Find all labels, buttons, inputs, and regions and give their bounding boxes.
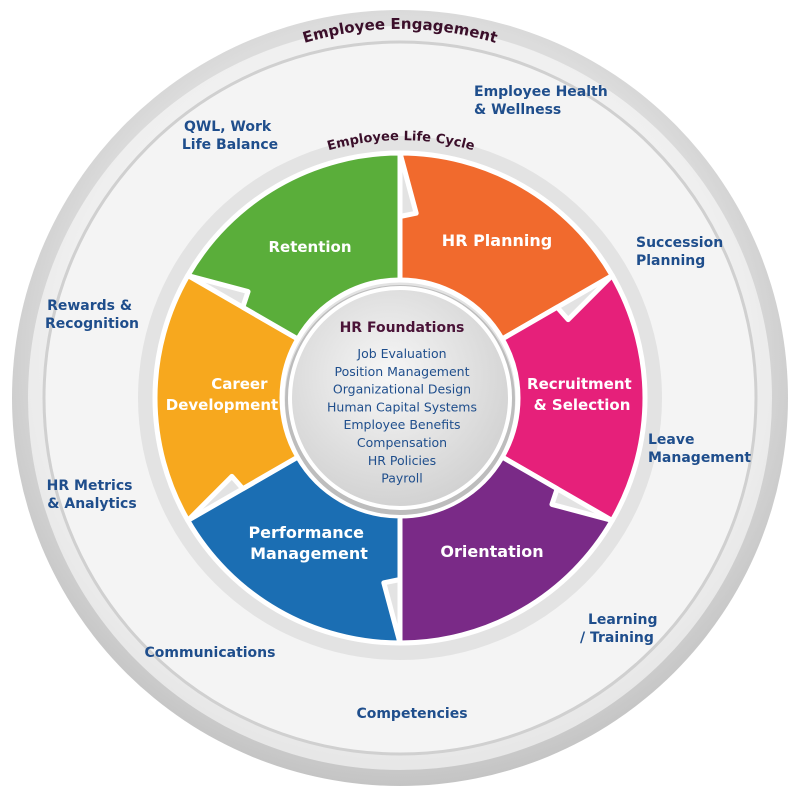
segment-orientation: [397, 454, 615, 646]
center-disc: [288, 286, 512, 510]
label-communications: Communications: [145, 645, 276, 661]
label-qwl: QWL, Work Life Balance: [182, 119, 278, 153]
center-item: Payroll: [381, 471, 423, 486]
label-competencies: Competencies: [356, 706, 467, 722]
center-item: Position Management: [335, 364, 470, 379]
center-item: Job Evaluation: [356, 346, 446, 361]
center-item: Compensation: [357, 435, 447, 450]
center-item: Employee Benefits: [343, 417, 460, 432]
label-employee-health: Employee Health & Wellness: [474, 84, 613, 118]
segment-retention: [185, 150, 403, 342]
segment-career: [152, 273, 301, 523]
label-leave: Leave Management: [648, 432, 751, 466]
center-title: HR Foundations: [340, 320, 465, 336]
center-item: Organizational Design: [333, 382, 471, 397]
label-succession: Succession Planning: [636, 235, 728, 269]
segment-label-recruitment: Recruitment & Selection: [527, 375, 637, 414]
segment-label-hr-planning: HR Planning: [442, 231, 552, 250]
label-rewards: Rewards & Recognition: [45, 298, 139, 332]
label-learning: Learning / Training: [580, 612, 662, 646]
center-item: HR Policies: [368, 453, 436, 468]
segment-performance: [185, 454, 403, 646]
segment-recruitment: [499, 273, 648, 523]
segment-label-career-development: Career Development: [166, 375, 278, 414]
segment-label-performance: Performance Management: [248, 523, 369, 563]
segment-label-orientation: Orientation: [440, 542, 543, 561]
segment-label-retention: Retention: [268, 238, 351, 256]
label-hr-metrics: HR Metrics & Analytics: [47, 478, 138, 512]
segment-hr-planning: [397, 150, 615, 342]
center-item: Human Capital Systems: [327, 399, 477, 414]
